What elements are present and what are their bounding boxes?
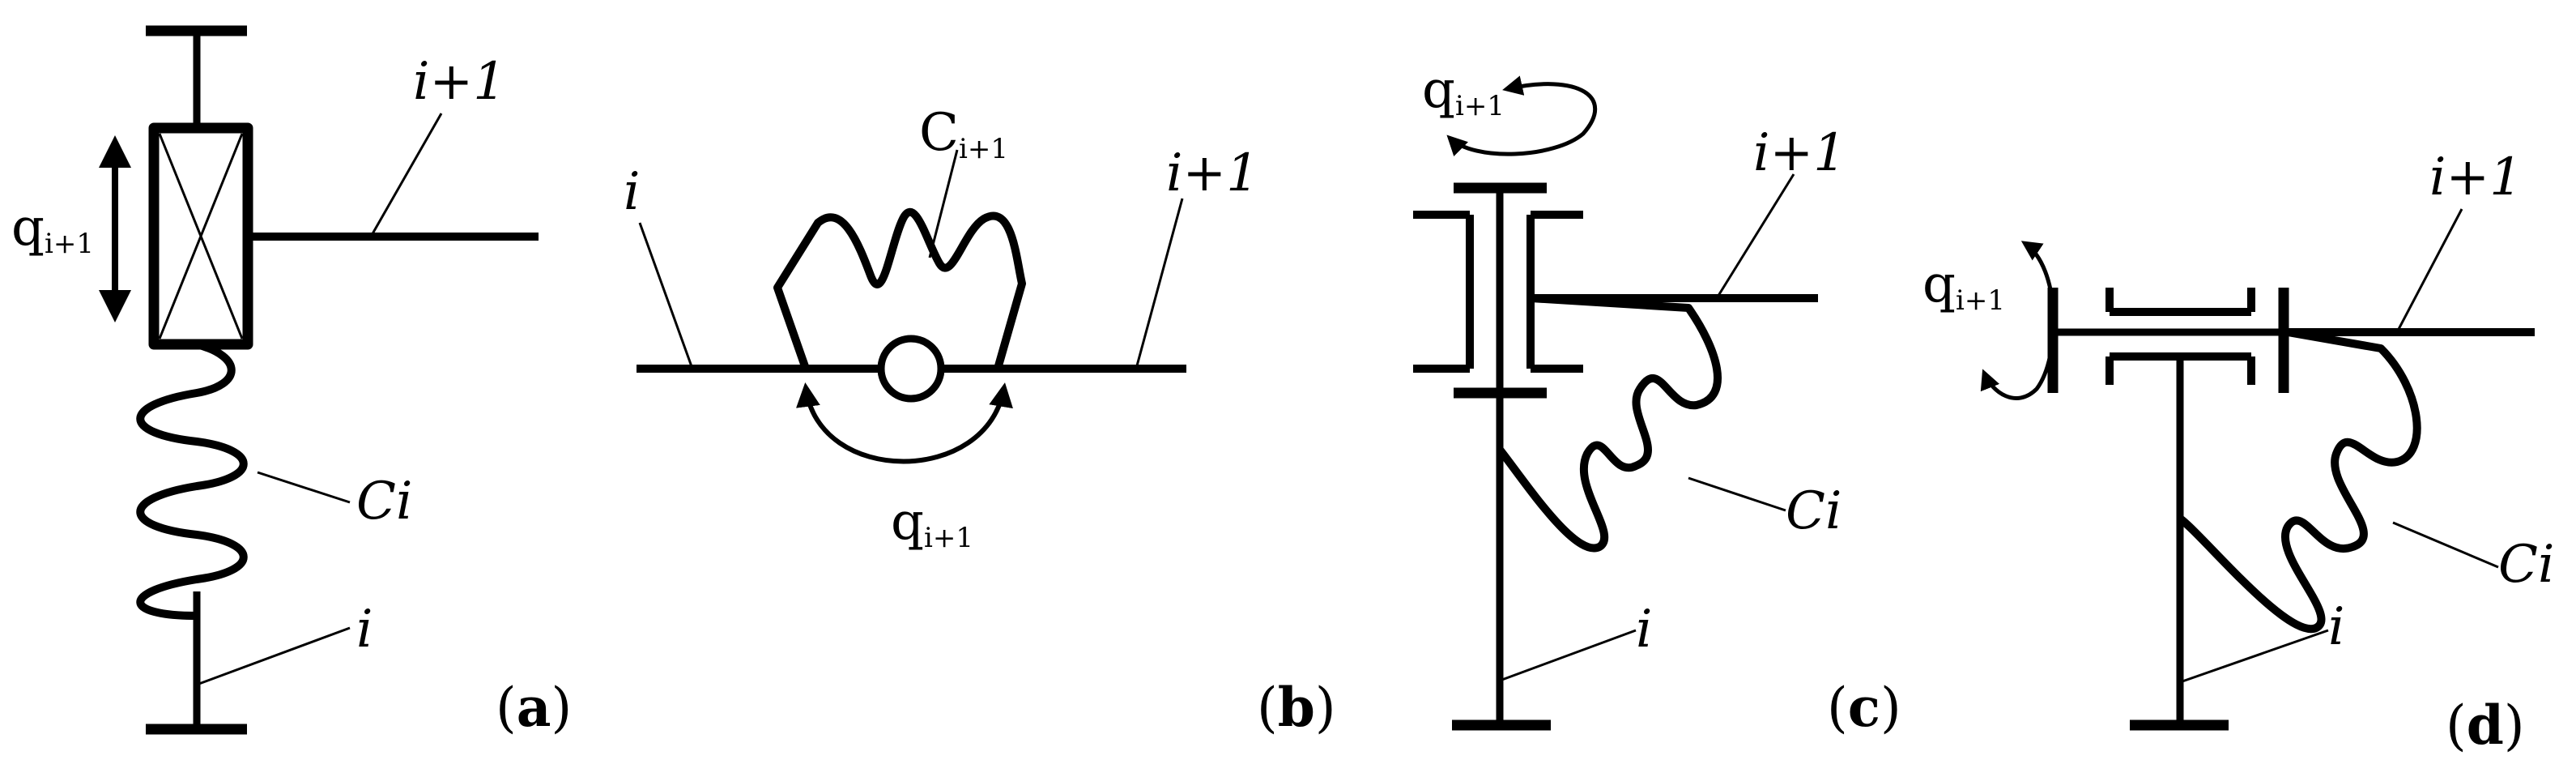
- next-link-leader: [1135, 198, 1184, 369]
- compliance-leader: [928, 149, 959, 258]
- label-compliance: Ci: [1786, 481, 1842, 541]
- panel-label-c: (c): [1827, 676, 1901, 739]
- panel-b-labels: i i+1 Ci+1 qi+1 (b): [624, 103, 1336, 739]
- label-link: i: [1636, 600, 1652, 660]
- panel-a-labels: i+1 qi+1 Ci i (a): [11, 52, 572, 739]
- label-next-link: i+1: [1753, 123, 1846, 183]
- joint-circle: [877, 335, 945, 403]
- label-coordinate: qi+1: [11, 198, 94, 260]
- panel-d: [1980, 208, 2535, 731]
- label-link: i: [356, 600, 373, 660]
- label-compliance: Ci: [356, 472, 412, 532]
- panel-label-d: (d): [2446, 694, 2525, 757]
- label-next-link: i+1: [2429, 147, 2523, 207]
- next-link-leader: [2395, 208, 2463, 333]
- compliance-spring: [136, 340, 248, 620]
- rotation-arrow: [1980, 241, 2056, 400]
- compliance-spring: [2177, 328, 2421, 634]
- label-link: i: [2328, 597, 2344, 657]
- panel-label-a: (a): [496, 676, 572, 739]
- spring-leader: [257, 471, 351, 504]
- panel-c-labels: qi+1 i+1 Ci i (c): [1422, 60, 1901, 739]
- label-next-link: i+1: [413, 52, 506, 112]
- link-leader: [638, 222, 694, 369]
- link-leader: [196, 626, 351, 686]
- label-coordinate: qi+1: [1422, 60, 1505, 122]
- label-next-link: i+1: [1166, 143, 1259, 203]
- label-compliance: Ci+1: [919, 103, 1008, 165]
- link-leader: [2179, 629, 2329, 684]
- compliance-spring: [773, 207, 1026, 370]
- rotation-arrow: [796, 382, 1013, 464]
- label-link: i: [624, 162, 640, 222]
- slider-cross-2: [158, 133, 244, 339]
- panel-label-b: (b): [1257, 676, 1336, 739]
- label-coordinate: qi+1: [1922, 254, 2005, 317]
- panel-c: [1413, 75, 1818, 731]
- rotation-arrow: [1446, 75, 1598, 156]
- label-compliance: Ci: [2498, 535, 2554, 595]
- link-leader: [1499, 629, 1637, 682]
- panel-d-labels: i+1 qi+1 Ci i (d): [1922, 147, 2554, 757]
- panel-a: [99, 25, 539, 735]
- next-link-leader: [1715, 173, 1795, 299]
- panel-b: [637, 149, 1186, 464]
- spring-leader: [2392, 521, 2499, 569]
- compliance-spring: [1497, 294, 1722, 553]
- spring-leader: [1688, 476, 1786, 512]
- label-coordinate: qi+1: [891, 492, 973, 554]
- next-link-leader: [369, 113, 443, 237]
